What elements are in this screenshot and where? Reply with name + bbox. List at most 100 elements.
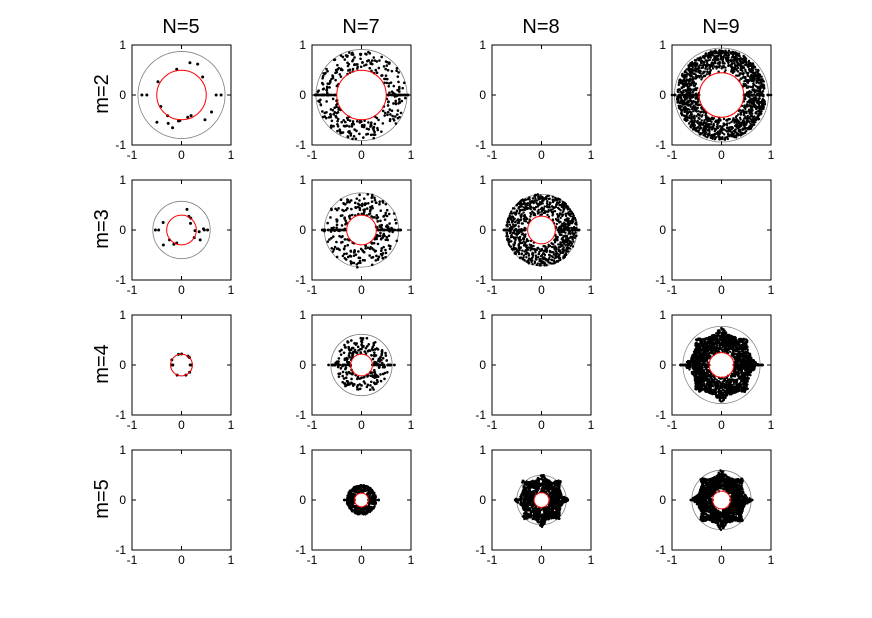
data-point	[529, 213, 533, 216]
data-point	[214, 93, 218, 97]
data-point	[740, 61, 743, 65]
data-point	[334, 207, 337, 211]
data-point	[337, 357, 341, 360]
data-point	[722, 133, 726, 136]
data-point	[719, 128, 723, 131]
data-point	[704, 114, 707, 117]
data-point	[356, 67, 359, 70]
data-point	[709, 123, 712, 126]
data-point	[763, 100, 766, 103]
data-point	[344, 222, 347, 226]
data-point	[515, 204, 519, 207]
data-point	[738, 123, 742, 126]
data-point	[197, 230, 201, 234]
data-point	[387, 93, 391, 97]
data-point	[171, 126, 175, 130]
data-point	[395, 239, 399, 243]
data-point	[341, 208, 344, 212]
data-point	[384, 354, 388, 357]
data-point	[683, 82, 687, 85]
data-point	[352, 134, 356, 138]
y-tick-label: 0	[119, 88, 126, 102]
data-point	[519, 215, 523, 219]
data-point	[331, 97, 335, 101]
data-point	[342, 351, 346, 355]
data-point	[336, 122, 339, 126]
data-point	[351, 51, 354, 55]
data-point	[330, 93, 334, 97]
y-tick-label: 0	[119, 358, 126, 372]
data-point	[755, 112, 758, 115]
data-point	[392, 102, 395, 105]
data-point	[744, 97, 747, 101]
data-point	[349, 132, 353, 135]
x-tick-label: 0	[538, 148, 545, 162]
data-point	[389, 363, 393, 367]
data-point	[725, 119, 728, 122]
data-point	[572, 214, 575, 217]
data-point	[340, 235, 343, 239]
data-point	[540, 213, 544, 216]
data-point	[360, 376, 363, 380]
data-point	[710, 126, 714, 129]
data-point	[566, 228, 570, 232]
data-point	[353, 128, 356, 131]
data-point	[381, 228, 385, 232]
data-point	[678, 88, 682, 91]
data-point	[352, 261, 356, 265]
data-point	[373, 196, 376, 200]
data-point	[332, 226, 335, 229]
x-tick-label: -1	[487, 283, 498, 297]
data-point	[525, 256, 528, 259]
data-point	[361, 61, 364, 64]
data-point	[373, 351, 376, 354]
data-point	[313, 93, 317, 97]
data-point	[715, 67, 718, 70]
data-point	[523, 250, 526, 253]
data-point	[366, 193, 370, 196]
data-point	[342, 118, 346, 122]
data-point	[526, 207, 529, 210]
data-point	[373, 341, 377, 344]
data-point	[572, 217, 576, 220]
data-point	[350, 207, 353, 211]
data-point	[748, 120, 751, 124]
y-tick-label: 1	[299, 308, 306, 322]
data-point	[558, 221, 561, 224]
data-point	[360, 384, 363, 387]
data-point	[355, 351, 359, 355]
data-point	[737, 74, 741, 77]
data-point	[564, 244, 567, 247]
y-tick-label: -1	[115, 408, 126, 422]
data-point	[321, 82, 325, 86]
data-point	[386, 238, 390, 242]
data-point	[679, 93, 683, 97]
data-point	[698, 64, 701, 67]
data-point	[711, 67, 715, 70]
data-point	[355, 377, 359, 381]
data-point	[357, 388, 360, 391]
data-point	[161, 243, 165, 247]
data-point	[521, 228, 525, 232]
data-point	[346, 55, 349, 58]
data-point	[564, 202, 568, 206]
data-point	[341, 254, 345, 258]
data-point	[539, 254, 543, 258]
data-point	[557, 248, 560, 251]
data-point	[717, 133, 720, 137]
data-point	[383, 111, 387, 115]
y-tick-label: -1	[295, 408, 306, 422]
data-point	[744, 115, 747, 118]
data-point	[689, 112, 693, 115]
data-point	[705, 131, 708, 134]
data-point	[357, 349, 360, 352]
data-point	[339, 198, 343, 202]
data-point	[344, 208, 348, 212]
axes-box	[131, 314, 232, 416]
data-point	[353, 349, 357, 353]
data-point	[564, 214, 568, 218]
